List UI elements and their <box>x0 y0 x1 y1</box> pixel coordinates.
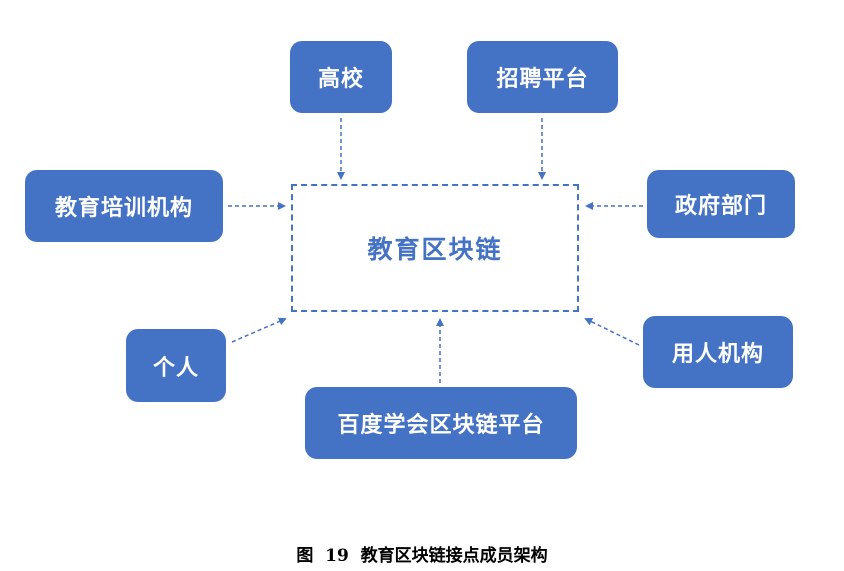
node-employer-label: 用人机构 <box>671 342 764 367</box>
figure-caption-number: 19 <box>325 546 349 566</box>
arrow-individual-to-center <box>231 317 287 343</box>
node-employer: 用人机构 <box>643 316 793 388</box>
node-training-institution-label: 教育培训机构 <box>54 196 193 221</box>
node-government-department-label: 政府部门 <box>674 194 767 219</box>
center-node-education-blockchain: 教育区块链 <box>291 184 579 312</box>
node-recruitment-platform: 招聘平台 <box>467 41 618 113</box>
node-individual-label: 个人 <box>152 355 199 381</box>
node-baidu-blockchain-platform-label: 百度学会区块链平台 <box>337 413 545 438</box>
figure-caption: 图 19 教育区块链接点成员架构 <box>0 541 844 566</box>
node-recruitment-platform-label: 招聘平台 <box>496 67 589 92</box>
node-individual: 个人 <box>126 329 226 402</box>
node-baidu-blockchain-platform: 百度学会区块链平台 <box>305 387 577 459</box>
node-university-label: 高校 <box>317 67 364 92</box>
figure-caption-title: 教育区块链接点成员架构 <box>360 546 548 566</box>
node-government-department: 政府部门 <box>647 170 795 238</box>
arrow-employer-to-center <box>584 318 640 346</box>
figure-caption-prefix: 图 <box>296 546 314 566</box>
node-university: 高校 <box>290 41 392 113</box>
center-node-label: 教育区块链 <box>367 235 503 264</box>
node-training-institution: 教育培训机构 <box>25 170 223 242</box>
